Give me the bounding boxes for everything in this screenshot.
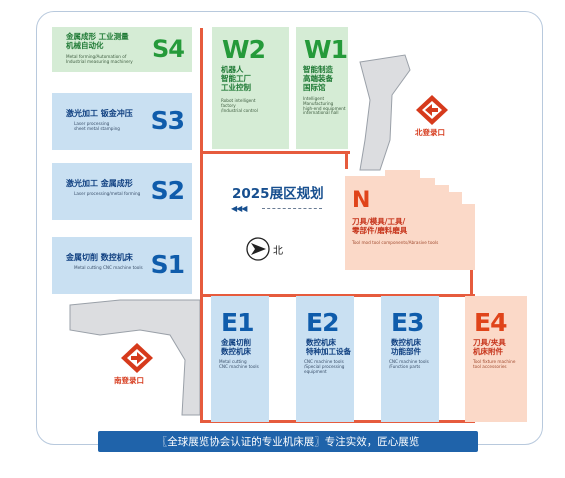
road-middle-horizontal (200, 294, 475, 297)
hall-e3[interactable]: E3 数控机床 功能部件 CNC machine tools /Function… (381, 296, 439, 422)
hall-s2[interactable]: 激光加工 金属成形 S2 Laser processing/metal form… (52, 163, 192, 220)
south-entrance-label: 南登录口 (114, 376, 144, 385)
hall-e1-name: 金属切削 数控机床 (221, 338, 251, 356)
hall-w2[interactable]: W2 机器人 智能工厂 工业控制 Robot intelligent facto… (212, 27, 289, 149)
hall-e2-name: 数控机床 特种加工设备 (306, 338, 351, 356)
hall-n-en: Tool mod tool components/Abrasive tools (352, 240, 439, 245)
slogan-banner: 〖全球展览协会认证的专业机床展〗专注实效，匠心展览 (98, 431, 478, 452)
hall-e2-code: E2 (306, 308, 339, 337)
hall-e1[interactable]: E1 金属切削 数控机床 Metal cutting CNC machine t… (211, 296, 269, 422)
hall-s2-en: Laser processing/metal forming (74, 191, 141, 196)
hall-w1-name: 智能制造 高端装备 国际馆 (303, 65, 333, 92)
hall-e4-en: Tool fixture machine tool accessories (473, 359, 516, 369)
hall-s4-code: S4 (152, 35, 185, 63)
hall-s3-name: 激光加工 钣金冲压 (66, 109, 133, 118)
hall-w1-en: Intelligent Manufacturing high-end equip… (303, 96, 346, 116)
hall-s2-name: 激光加工 金属成形 (66, 179, 133, 188)
hall-w2-en: Robot intelligent factory /Industrial co… (221, 98, 258, 113)
hall-e4-name: 刀具/夹具 机床附件 (473, 338, 506, 356)
compass-label: 北 (273, 246, 283, 257)
hall-n[interactable]: N 刀具/模具/工具/ 零部件/磨料磨具 Tool mod tool compo… (345, 170, 475, 270)
hall-e2-en: CNC machine tools /Special processing eq… (304, 359, 345, 374)
hall-s4-en: Metal forming/Automation of Industrial m… (66, 54, 133, 64)
hall-w2-name: 机器人 智能工厂 工业控制 (221, 65, 251, 92)
hall-w1[interactable]: W1 智能制造 高端装备 国际馆 Intelligent Manufacturi… (296, 27, 348, 149)
hall-e2[interactable]: E2 数控机床 特种加工设备 CNC machine tools /Specia… (296, 296, 354, 422)
hall-n-shape (345, 170, 475, 270)
hall-s3[interactable]: 激光加工 钣金冲压 S3 Laser processing sheet meta… (52, 93, 192, 150)
hall-e3-en: CNC machine tools /Function parts (389, 359, 429, 369)
direction-arrows-icon: ◀◀◀ (231, 204, 248, 213)
hall-e1-code: E1 (221, 308, 254, 337)
compass-icon (246, 237, 270, 261)
hall-s1-en: Metal cutting CNC machine tools (74, 265, 143, 270)
road-west-vertical (200, 28, 203, 423)
hall-n-code: N (352, 188, 370, 213)
hall-s3-code: S3 (150, 106, 185, 135)
hall-s1-name: 金属切削 数控机床 (66, 253, 133, 262)
hall-w2-code: W2 (222, 35, 266, 64)
hall-w1-code: W1 (304, 35, 348, 64)
hall-s3-en: Laser processing sheet metal stamping (74, 121, 120, 131)
south-entrance-icon[interactable] (117, 341, 157, 375)
hall-e3-code: E3 (391, 308, 424, 337)
road-north-horizontal (200, 151, 350, 154)
hall-e3-name: 数控机床 功能部件 (391, 338, 421, 356)
title-dash-line (262, 208, 322, 209)
map-title: 2025展区规划 (232, 186, 324, 202)
hall-e4-code: E4 (474, 308, 507, 337)
hall-s1[interactable]: 金属切削 数控机床 S1 Metal cutting CNC machine t… (52, 237, 192, 294)
hall-n-name: 刀具/模具/工具/ 零部件/磨料磨具 (352, 217, 408, 235)
road-east-vertical (470, 270, 473, 297)
hall-s4[interactable]: 金属成形 工业测量 机械自动化 S4 Metal forming/Automat… (52, 27, 192, 72)
road-north-link (345, 151, 348, 169)
hall-e1-en: Metal cutting CNC machine tools (219, 359, 259, 369)
hall-s4-name: 金属成形 工业测量 机械自动化 (66, 32, 129, 50)
hall-s1-code: S1 (150, 250, 185, 279)
hall-e4[interactable]: E4 刀具/夹具 机床附件 Tool fixture machine tool … (465, 296, 527, 422)
north-entrance-icon[interactable] (412, 93, 452, 127)
hall-s2-code: S2 (150, 176, 185, 205)
north-entrance-label: 北登录口 (415, 128, 445, 137)
